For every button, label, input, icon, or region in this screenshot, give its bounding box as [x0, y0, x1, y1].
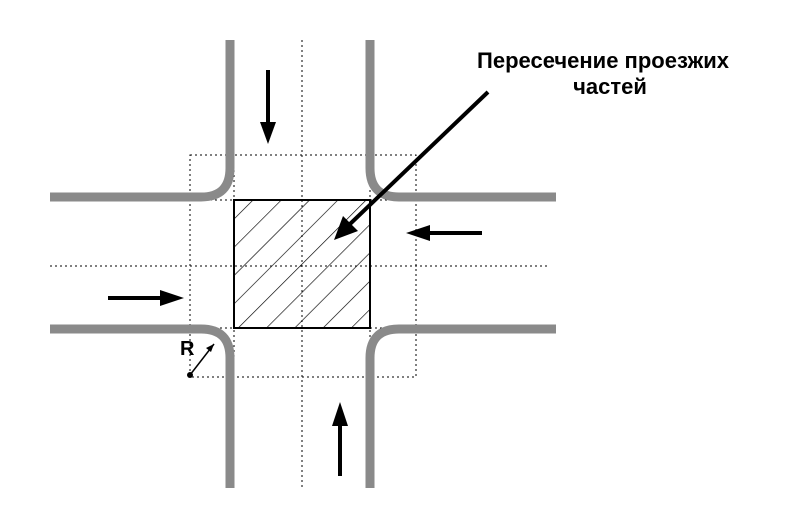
hatched-intersection-area: [233, 199, 371, 329]
pointer-arrow-icon: [334, 90, 490, 240]
arrow-left-icon: [406, 225, 482, 241]
curb-lines: [50, 40, 556, 488]
annotation-line-2: частей: [573, 74, 647, 99]
radius-indicator: [187, 343, 215, 378]
curb-bottom-right: [365, 324, 556, 488]
arrow-down-icon: [260, 70, 276, 144]
annotation-line-1: Пересечение проезжих: [477, 48, 729, 73]
curb-top-left: [50, 40, 235, 202]
radius-label: R: [180, 338, 195, 360]
curb-bottom-left: [50, 324, 235, 488]
arrow-up-icon: [332, 402, 348, 476]
arrow-right-icon: [108, 290, 184, 306]
curb-top-right: [365, 40, 556, 202]
